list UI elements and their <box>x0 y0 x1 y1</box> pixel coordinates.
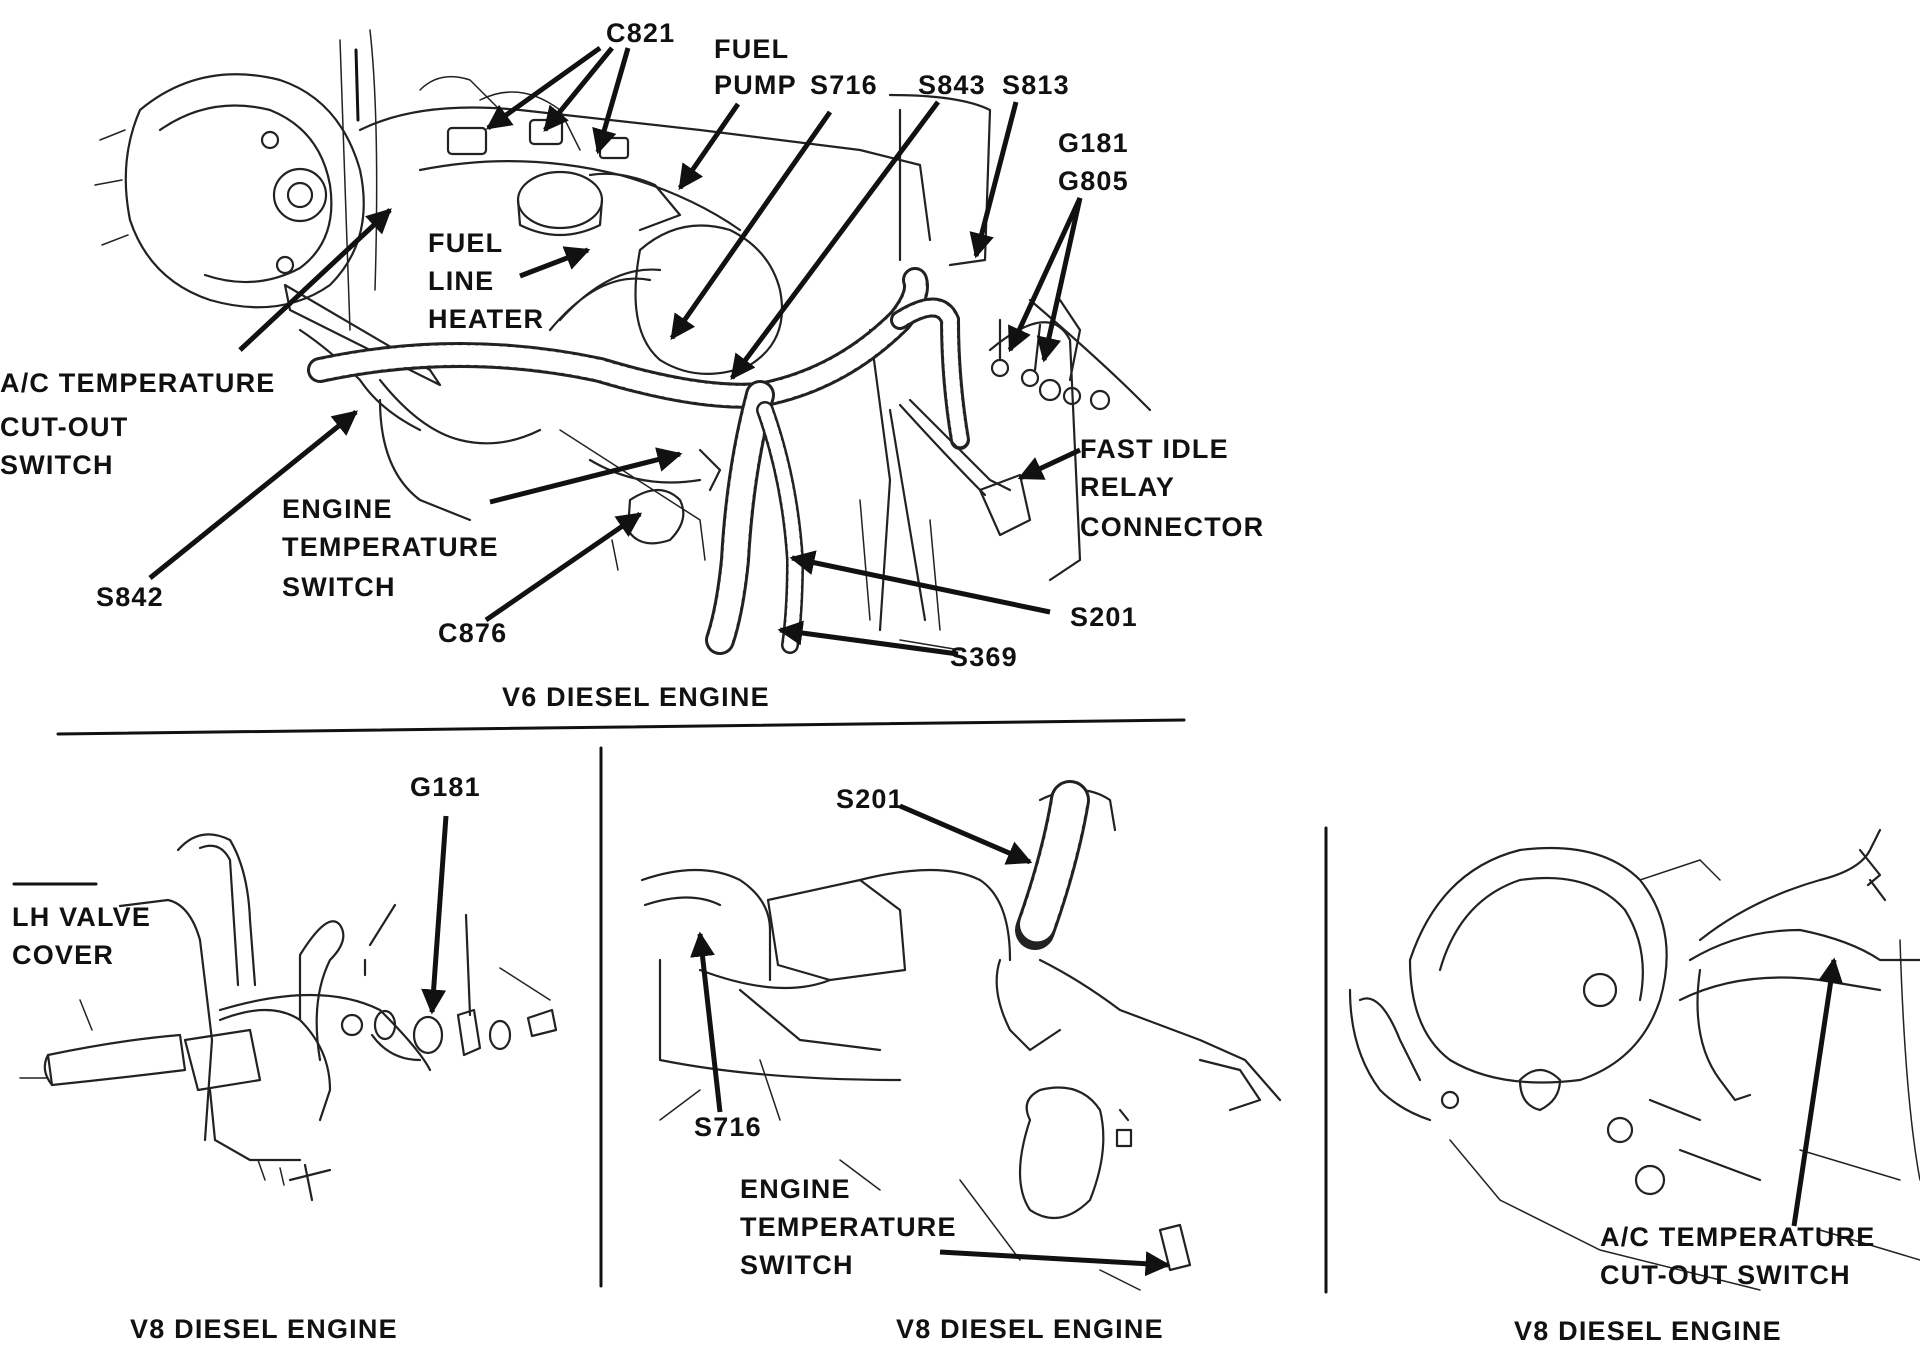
label-fuel-line-heater-line2: LINE <box>428 266 495 296</box>
label-ac-switch-line2: CUT-OUT <box>0 412 129 442</box>
v8-middle-engine-drawing <box>640 780 1282 1291</box>
label-g181: G181 <box>1058 128 1129 158</box>
label-engine-temp-switch-middle-line3: SWITCH <box>740 1250 854 1280</box>
label-engine-temp-switch-line2: TEMPERATURE <box>282 532 499 562</box>
v8-right-caption: V8 DIESEL ENGINE <box>1514 1316 1782 1346</box>
label-engine-temp-switch-middle-line2: TEMPERATURE <box>740 1212 957 1242</box>
v8-right-callout-arrows <box>1791 957 1844 1227</box>
label-engine-temp-switch-middle-line1: ENGINE <box>740 1174 851 1204</box>
label-s201-middle: S201 <box>836 784 904 814</box>
v8-left-engine-drawing <box>19 833 558 1202</box>
label-engine-temp-switch-line3: SWITCH <box>282 572 396 602</box>
v8-left-callout-arrows <box>12 815 449 1015</box>
label-ac-switch-right-line2: CUT-OUT SWITCH <box>1600 1260 1851 1290</box>
v8-middle-callout-arrows <box>690 803 1171 1277</box>
v6-engine-drawing <box>94 29 1152 655</box>
v6-callout-arrows <box>148 45 1083 657</box>
label-fuel-pump-line1: FUEL <box>714 34 790 64</box>
label-fuel-line-heater-line1: FUEL <box>428 228 504 258</box>
label-ac-switch-line1: A/C TEMPERATURE <box>0 368 276 398</box>
label-fuel-line-heater-line3: HEATER <box>428 304 545 334</box>
label-c876: C876 <box>438 618 508 648</box>
label-s813: S813 <box>1002 70 1070 100</box>
label-g181-left: G181 <box>410 772 481 802</box>
label-lh-valve-cover-line1: LH VALVE <box>12 902 152 932</box>
label-ac-switch-right-line1: A/C TEMPERATURE <box>1600 1222 1876 1252</box>
label-s716: S716 <box>810 70 878 100</box>
label-s842: S842 <box>96 582 164 612</box>
v8-right-engine-drawing <box>1348 828 1920 1291</box>
label-lh-valve-cover-line2: COVER <box>12 940 115 970</box>
section-divider-horizontal <box>56 718 1186 736</box>
label-c821: C821 <box>606 18 676 48</box>
label-fast-idle-line2: RELAY <box>1080 472 1176 502</box>
v8-left-caption: V8 DIESEL ENGINE <box>130 1314 398 1344</box>
label-fast-idle-line1: FAST IDLE <box>1080 434 1229 464</box>
label-s843: S843 <box>918 70 986 100</box>
v8-middle-caption: V8 DIESEL ENGINE <box>896 1314 1164 1344</box>
label-ac-switch-line3: SWITCH <box>0 450 114 480</box>
label-engine-temp-switch-line1: ENGINE <box>282 494 393 524</box>
label-fuel-pump-line2: PUMP <box>714 70 797 100</box>
label-s369: S369 <box>950 642 1018 672</box>
label-s201: S201 <box>1070 602 1138 632</box>
label-fast-idle-line3: CONNECTOR <box>1080 512 1265 542</box>
label-s716-middle: S716 <box>694 1112 762 1142</box>
label-g805: G805 <box>1058 166 1129 196</box>
v6-caption: V6 DIESEL ENGINE <box>502 682 770 712</box>
